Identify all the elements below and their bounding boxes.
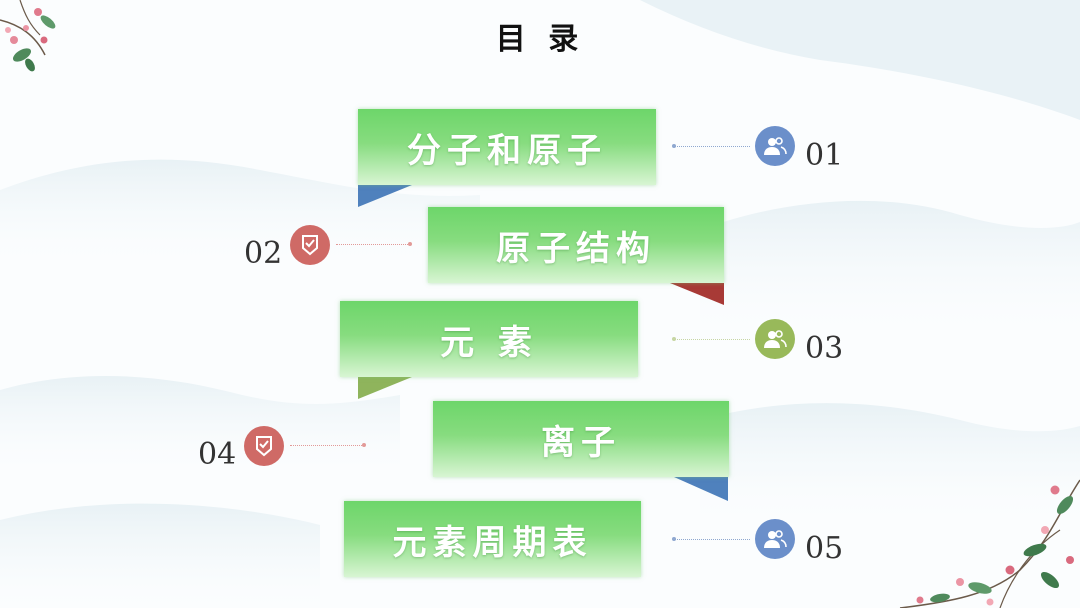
page-title: 目 录 — [495, 22, 585, 57]
banner-label-01: 分子和原子 — [407, 130, 607, 171]
connector-dot-05 — [672, 537, 676, 541]
dotted-connector-05 — [674, 539, 750, 540]
item-number-03: 03 — [805, 331, 844, 366]
ribbon-fold-04 — [674, 477, 728, 501]
badge-check-icon — [290, 225, 330, 265]
ribbon-fold-01 — [358, 185, 412, 207]
dotted-connector-01 — [674, 146, 750, 147]
banner-item-05[interactable]: 元素周期表 — [344, 501, 641, 577]
banner-item-01[interactable]: 分子和原子 — [358, 109, 656, 185]
item-number-01: 01 — [805, 138, 844, 173]
flower-decoration-bottom-right — [899, 479, 1080, 608]
dotted-connector-03 — [674, 339, 750, 340]
connector-dot-04 — [362, 443, 366, 447]
ribbon-fold-02 — [670, 283, 724, 305]
banner-label-04: 离子 — [541, 422, 621, 463]
user-group-icon — [755, 519, 795, 559]
banner-item-03[interactable]: 元 素 — [340, 301, 638, 377]
user-group-icon — [755, 126, 795, 166]
user-group-icon — [755, 319, 795, 359]
item-number-04: 04 — [198, 437, 237, 472]
banner-label-03: 元 素 — [440, 322, 538, 363]
item-number-02: 02 — [244, 236, 283, 271]
banner-label-05: 元素周期表 — [392, 522, 593, 563]
badge-check-icon — [244, 426, 284, 466]
banner-item-04[interactable]: 离子 — [433, 401, 729, 477]
dotted-connector-04 — [290, 445, 364, 446]
item-number-05: 05 — [805, 531, 844, 566]
dotted-connector-02 — [336, 244, 410, 245]
connector-dot-02 — [408, 242, 412, 246]
banner-label-02: 原子结构 — [496, 228, 656, 269]
banner-item-02[interactable]: 原子结构 — [428, 207, 724, 283]
connector-dot-03 — [672, 337, 676, 341]
connector-dot-01 — [672, 144, 676, 148]
flower-decoration-top-left — [0, 0, 56, 72]
ribbon-fold-03 — [358, 377, 412, 399]
